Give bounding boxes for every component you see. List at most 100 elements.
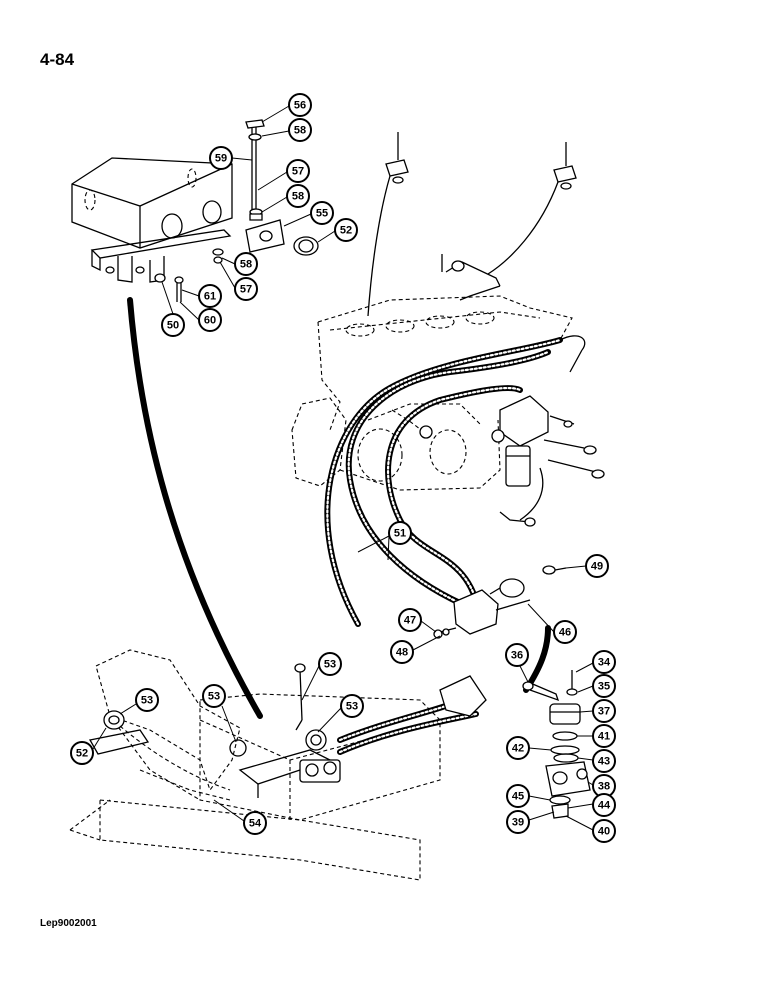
callout-circle <box>318 652 342 676</box>
callout-42: 42 <box>506 736 530 760</box>
callout-44: 44 <box>592 793 616 817</box>
callout-label: 53 <box>324 659 336 671</box>
callout-54: 54 <box>243 811 267 835</box>
callout-label: 48 <box>396 647 408 659</box>
callout-55: 55 <box>310 201 334 225</box>
callout-label: 41 <box>598 731 610 743</box>
callout-label: 49 <box>591 561 603 573</box>
callout-circle <box>209 146 233 170</box>
callout-52: 52 <box>334 218 358 242</box>
callout-45: 45 <box>506 784 530 808</box>
callout-label: 37 <box>598 706 610 718</box>
callout-58: 58 <box>288 118 312 142</box>
callout-label: 55 <box>316 208 328 220</box>
callout-circle <box>310 201 334 225</box>
callout-36: 36 <box>505 643 529 667</box>
callout-label: 43 <box>598 756 610 768</box>
callout-label: 58 <box>240 259 252 271</box>
callout-circle <box>202 684 226 708</box>
callout-circle <box>70 741 94 765</box>
callout-label: 52 <box>76 748 88 760</box>
callout-label: 58 <box>292 191 304 203</box>
callout-57: 57 <box>234 277 258 301</box>
callout-60: 60 <box>198 308 222 332</box>
callout-circle <box>135 688 159 712</box>
callout-53: 53 <box>340 694 364 718</box>
callout-circle <box>592 650 616 674</box>
callout-label: 36 <box>511 650 523 662</box>
callout-39: 39 <box>506 810 530 834</box>
callout-circle <box>592 793 616 817</box>
callout-41: 41 <box>592 724 616 748</box>
callout-label: 56 <box>294 100 306 112</box>
callout-label: 53 <box>208 691 220 703</box>
callout-57: 57 <box>286 159 310 183</box>
callout-label: 60 <box>204 315 216 327</box>
callout-53: 53 <box>135 688 159 712</box>
callout-label: 57 <box>240 284 252 296</box>
callout-circle <box>234 252 258 276</box>
callout-circle <box>288 118 312 142</box>
callout-group: 56 58 59 57 58 55 52 58 57 61 50 60 51 49 47 46 48 53 36 34… <box>70 93 616 843</box>
callout-52: 52 <box>70 741 94 765</box>
callout-label: 38 <box>598 781 610 793</box>
drain-hose <box>523 625 551 693</box>
callout-circle <box>286 159 310 183</box>
callout-label: 51 <box>394 528 406 540</box>
callout-49: 49 <box>585 554 609 578</box>
callout-58: 58 <box>234 252 258 276</box>
callout-circle <box>388 521 412 545</box>
callout-circle <box>585 554 609 578</box>
callout-43: 43 <box>592 749 616 773</box>
page-number: 4-84 <box>40 50 75 69</box>
callout-circle <box>592 699 616 723</box>
callout-47: 47 <box>398 608 422 632</box>
cable-to-lower-box <box>127 297 263 719</box>
callout-circle <box>506 810 530 834</box>
callout-circle <box>334 218 358 242</box>
callout-53: 53 <box>318 652 342 676</box>
callout-51: 51 <box>388 521 412 545</box>
callout-61: 61 <box>198 284 222 308</box>
callout-34: 34 <box>592 650 616 674</box>
callout-circle <box>505 643 529 667</box>
callout-label: 57 <box>292 166 304 178</box>
callout-circle <box>243 811 267 835</box>
callout-circle <box>288 93 312 117</box>
callout-circle <box>390 640 414 664</box>
operator-seat-outline <box>69 649 421 881</box>
callout-35: 35 <box>592 674 616 698</box>
callout-label: 54 <box>249 818 262 830</box>
callout-label: 45 <box>512 791 524 803</box>
callout-label: 53 <box>141 695 153 707</box>
callout-circle <box>592 724 616 748</box>
callout-circle <box>506 736 530 760</box>
callout-59: 59 <box>209 146 233 170</box>
callout-label: 42 <box>512 743 524 755</box>
callout-circle <box>198 284 222 308</box>
callout-circle <box>340 694 364 718</box>
callout-label: 35 <box>598 681 610 693</box>
callout-53: 53 <box>202 684 226 708</box>
callout-56: 56 <box>288 93 312 117</box>
fuel-hoses-51 <box>324 335 586 627</box>
callout-circle <box>286 184 310 208</box>
callout-label: 58 <box>294 125 306 137</box>
callout-circle <box>592 674 616 698</box>
control-box-assembly <box>71 119 319 302</box>
fuel-filter-head <box>491 395 605 527</box>
leader-lines <box>92 105 594 831</box>
figure-code: Lep9002001 <box>40 918 97 929</box>
callout-circle <box>234 277 258 301</box>
callout-label: 46 <box>559 627 571 639</box>
callout-label: 44 <box>598 800 611 812</box>
callout-label: 40 <box>598 826 610 838</box>
lower-box-assembly <box>199 663 487 821</box>
callout-label: 50 <box>167 320 179 332</box>
callout-46: 46 <box>553 620 577 644</box>
callout-circle <box>506 784 530 808</box>
callout-label: 59 <box>215 153 227 165</box>
callout-label: 52 <box>340 225 352 237</box>
callout-50: 50 <box>161 313 185 337</box>
